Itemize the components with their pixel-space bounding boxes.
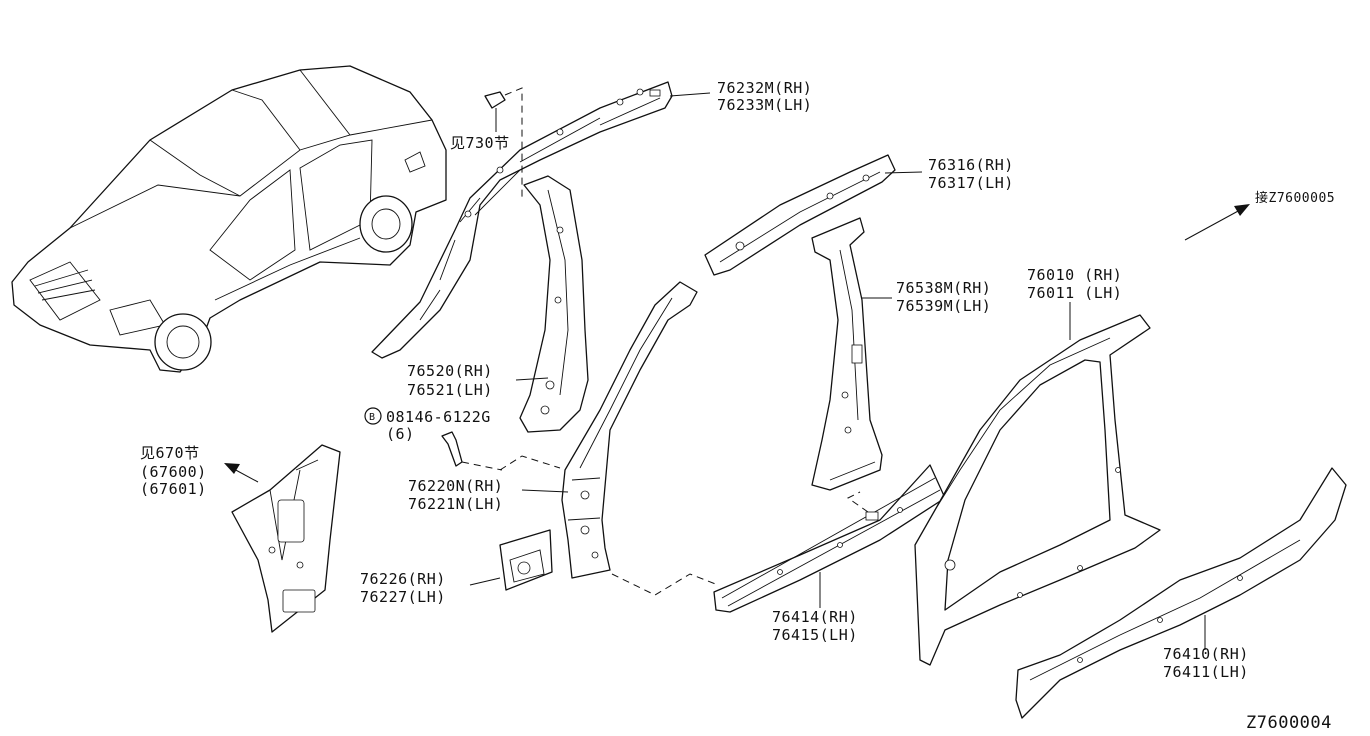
label-see-670: 见670节 xyxy=(140,444,200,462)
label-front-pillar-inner-lh: 76521(LH) xyxy=(407,381,493,399)
center-pillar-part xyxy=(811,217,883,491)
label-sill-outer-lh: 76411(LH) xyxy=(1163,663,1249,681)
label-front-pillar-rh: 76220N(RH) xyxy=(408,477,503,495)
label-connect: 接Z7600005 xyxy=(1255,190,1335,206)
car-overview xyxy=(11,65,447,373)
body-side-outer-part xyxy=(914,314,1161,666)
label-front-pillar-inner-rh: 76520(RH) xyxy=(407,362,493,380)
label-dash-side-lh: (67601) xyxy=(140,480,207,498)
front-pillar-inner-part xyxy=(519,175,589,433)
bolt-circle-letter: B xyxy=(369,412,376,423)
pillar-bracket-part xyxy=(499,529,553,591)
diagram-id: Z7600004 xyxy=(1246,713,1332,733)
label-bracket-lh: 76227(LH) xyxy=(360,588,446,606)
roof-side-rail-part xyxy=(371,81,673,359)
roof-rail-inner-part xyxy=(704,154,896,276)
label-dash-side-rh: (67600) xyxy=(140,463,207,481)
label-sill-outer-rh: 76410(RH) xyxy=(1163,645,1249,663)
label-bracket-rh: 76226(RH) xyxy=(360,570,446,588)
reference-arrow-670 xyxy=(224,463,259,483)
label-bolt-qty: (6) xyxy=(386,425,415,443)
label-see-730: 见730节 xyxy=(450,134,510,152)
sill-inner-part xyxy=(713,464,946,613)
bolt-fastener xyxy=(441,431,503,471)
label-bolt-code: 08146-6122G xyxy=(386,408,491,426)
front-pillar-part xyxy=(561,281,698,579)
label-rail-inner-rh: 76316(RH) xyxy=(928,156,1014,174)
label-body-side-rh: 76010 (RH) xyxy=(1027,266,1122,284)
connection-arrow xyxy=(1184,204,1250,241)
clip-fastener xyxy=(484,87,523,200)
label-front-pillar-lh: 76221N(LH) xyxy=(408,495,503,513)
label-sill-inner-lh: 76415(LH) xyxy=(772,626,858,644)
label-center-pillar-rh: 76538M(RH) xyxy=(896,279,991,297)
dash-side-panel xyxy=(231,444,341,633)
leader-lines xyxy=(469,92,1206,650)
label-body-side-lh: 76011 (LH) xyxy=(1027,284,1122,302)
bolt-callout-circle xyxy=(364,407,382,425)
sill-outer-part xyxy=(1015,467,1347,719)
label-roof-rail-lh: 76233M(LH) xyxy=(717,96,812,114)
label-rail-inner-lh: 76317(LH) xyxy=(928,174,1014,192)
label-roof-rail-rh: 76232M(RH) xyxy=(717,79,812,97)
label-sill-inner-rh: 76414(RH) xyxy=(772,608,858,626)
label-center-pillar-lh: 76539M(LH) xyxy=(896,297,991,315)
